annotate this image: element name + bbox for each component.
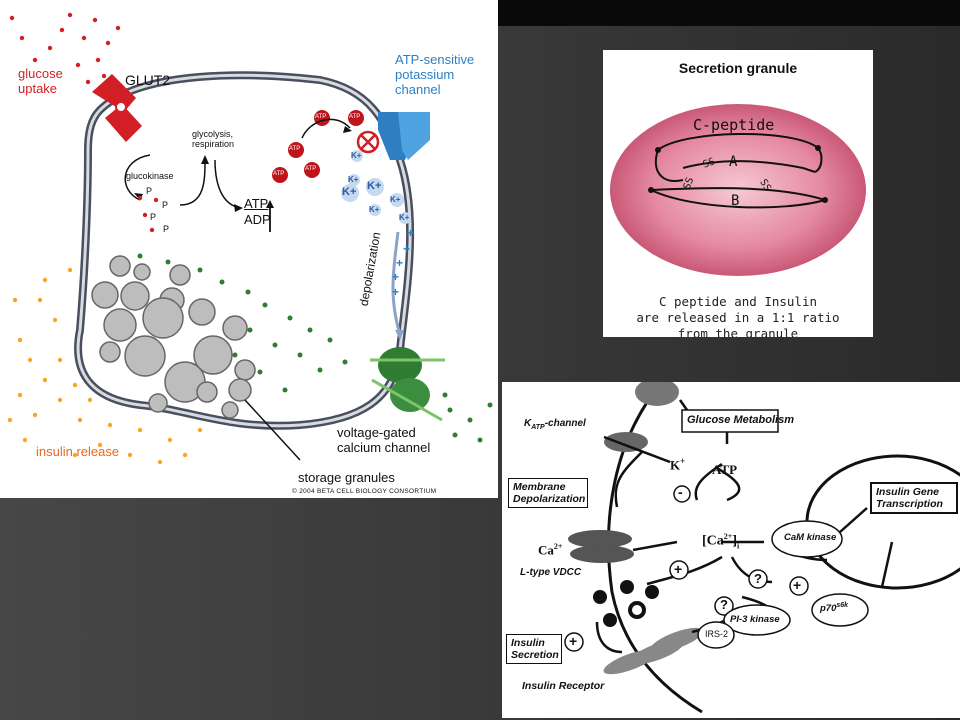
insulin-gene-label-2: Transcription <box>876 498 943 510</box>
beta-cell-diagram: glucose uptake GLUT2 glycolysis, respira… <box>0 0 498 498</box>
copyright-label: © 2004 BETA CELL BIOLOGY CONSORTIUM <box>292 488 437 495</box>
storage-granules-label: storage granules <box>298 470 395 485</box>
k-ion-label-1: K+ <box>351 151 362 160</box>
insulin-receptor-label: Insulin Receptor <box>522 680 605 692</box>
katp-label-sub: ATP <box>531 424 545 431</box>
glucose-uptake-label-2: uptake <box>18 81 58 96</box>
calcium-channel-label-1: voltage-gated <box>337 425 416 440</box>
ca-i-sub: i <box>737 541 740 551</box>
insulin-signaling-diagram: Glucose Metabolism KATP-channel K+ ATP -… <box>502 382 960 718</box>
ca-i-close: ] <box>732 533 738 549</box>
phosphate-label-2: P <box>162 200 169 210</box>
atp-molecule-label-5: ATP <box>305 166 317 172</box>
atp-molecule-label-4: ATP <box>273 171 285 177</box>
k-ion-charge: + <box>680 456 686 466</box>
granule-caption-2: are released in a 1:1 ratio <box>636 310 840 325</box>
k-ion-label-7: K+ <box>399 213 410 222</box>
phosphate-label-4: P <box>163 224 170 234</box>
k-ion-label-3: K+ <box>367 180 382 192</box>
granule-body <box>610 104 866 276</box>
ca-charge: 2+ <box>553 542 563 551</box>
plus-sign-1: + <box>407 226 415 240</box>
secretion-granule-diagram: Secretion granule C-peptide A B SS SS SS… <box>603 50 873 337</box>
plus-sign-5: + <box>392 285 400 299</box>
insulin-dots <box>7 267 203 465</box>
storage-granules <box>91 255 256 419</box>
katp-channel-shape <box>356 112 430 160</box>
k-channel-label-3: channel <box>395 82 441 97</box>
granule-caption-3: from the granule <box>677 326 799 337</box>
p70-label: p70 <box>820 603 837 615</box>
glucokinase-label: glucokinase <box>126 171 174 181</box>
ca-i-open: [Ca <box>702 533 724 549</box>
ca-i-charge: 2+ <box>723 532 733 541</box>
potassium-ions <box>341 150 411 224</box>
calcium-channel-label-2: calcium channel <box>337 440 431 455</box>
membrane-depol-label-2: Depolarization <box>513 493 586 505</box>
b-chain-label: B <box>731 193 740 209</box>
c-peptide-label: C-peptide <box>693 116 775 134</box>
irs2-label: IRS-2 <box>705 629 729 639</box>
glut2-transporter <box>92 74 142 142</box>
insulin-release-label: insulin release <box>36 444 120 459</box>
question-mark-2: ? <box>720 597 728 612</box>
phosphate-label-1: P <box>146 186 153 196</box>
granule-caption-1: C peptide and Insulin <box>658 294 818 309</box>
ca-label: Ca <box>538 542 554 558</box>
insulin-secretion-label-2: Secretion <box>511 649 559 661</box>
atp-molecule-label-2: ATP <box>349 114 361 120</box>
katp-label-k: K <box>524 418 532 429</box>
calcium-channel-shape <box>370 347 445 422</box>
atp-molecules <box>272 110 364 183</box>
plus-sign-1: + <box>674 561 683 577</box>
atp-molecule-label-1: ATP <box>315 114 327 120</box>
l-type-vdcc-label: L-type VDCC <box>520 567 582 578</box>
k-ion-label: K <box>670 457 681 473</box>
k-ion-label-4: K+ <box>342 186 357 198</box>
insulin-gene-label-1: Insulin Gene <box>876 486 940 498</box>
plus-sign-3: + <box>396 256 404 270</box>
atp-molecule-label-3: ATP <box>289 146 301 152</box>
glut2-label: GLUT2 <box>125 72 171 88</box>
plus-sign-3: + <box>569 633 578 649</box>
calcium-dots <box>117 253 493 443</box>
a-chain-label: A <box>729 154 738 170</box>
secretory-granules <box>593 580 659 627</box>
plus-sign-2: + <box>403 242 411 256</box>
p70-sup: s6k <box>836 602 849 609</box>
plus-sign-2: + <box>793 577 802 593</box>
k-ion-label-5: K+ <box>390 195 401 204</box>
k-ion-label-2: K+ <box>348 175 359 184</box>
phosphate-label-3: P <box>150 212 157 222</box>
k-channel-label-2: potassium <box>395 67 455 82</box>
atp-label: ATP <box>712 462 738 477</box>
k-channel-label-1: ATP-sensitive <box>395 52 475 67</box>
atp-label: ATP <box>244 196 269 211</box>
katp-label-rest: -channel <box>544 418 586 429</box>
nucleus <box>805 454 960 590</box>
glycolysis-label-1: glycolysis, <box>192 129 234 139</box>
cam-kinase-label: CaM kinase <box>784 532 837 543</box>
k-ion-label-6: K+ <box>369 205 380 214</box>
glucose-uptake-label-1: glucose <box>18 66 63 81</box>
minus-sign: - <box>678 484 683 500</box>
granule-title: Secretion granule <box>678 60 798 76</box>
plus-sign-4: + <box>392 270 400 284</box>
question-mark-1: ? <box>754 571 762 586</box>
membrane-depol-label-1: Membrane <box>513 481 566 493</box>
pi3-kinase-label: PI-3 kinase <box>730 614 780 625</box>
glycolysis-label-2: respiration <box>192 139 235 149</box>
insulin-secretion-label-1: Insulin <box>511 637 545 649</box>
glucose-metabolism-label: Glucose Metabolism <box>687 414 794 426</box>
adp-label: ADP <box>244 212 271 227</box>
